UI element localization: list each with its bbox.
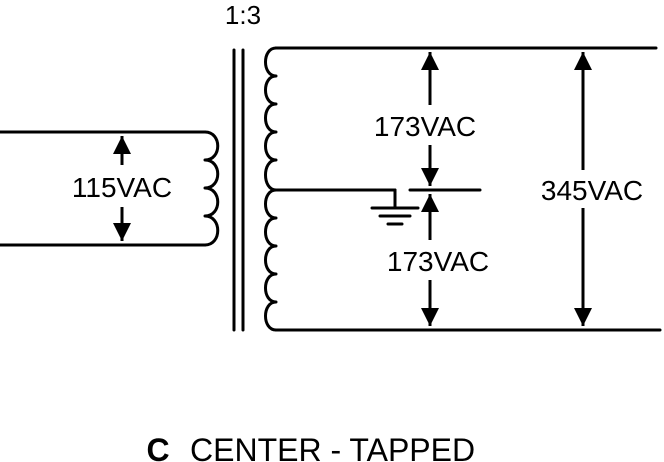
secondary-winding-lower [264, 188, 278, 332]
caption-title: CENTER - TAPPED [190, 432, 475, 462]
upper-half-voltage-label: 173VAC [374, 111, 476, 142]
total-voltage-label: 345VAC [541, 175, 643, 206]
turns-ratio-label: 1:3 [225, 0, 261, 30]
caption-letter: C [146, 432, 169, 462]
ground-icon [370, 206, 420, 226]
primary-voltage-label: 115VAC [72, 172, 172, 203]
secondary-winding-upper [264, 46, 278, 192]
lower-half-voltage-label: 173VAC [387, 246, 489, 277]
primary-winding [203, 130, 220, 247]
